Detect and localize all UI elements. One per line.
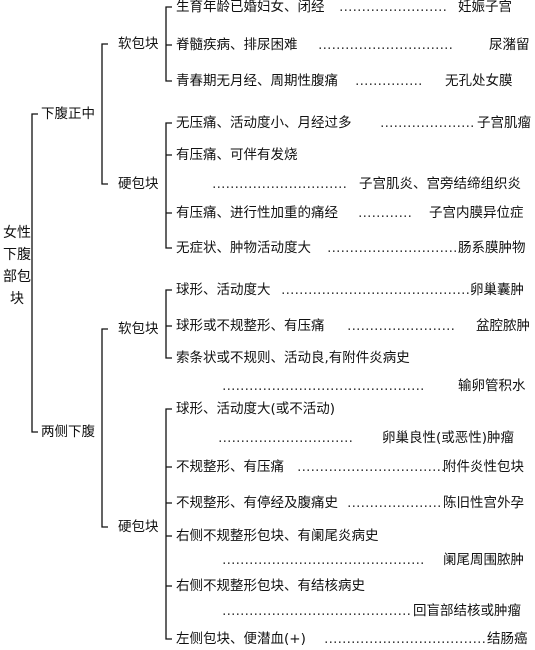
leader-dots: …………………………………… — [281, 282, 470, 298]
diagnosis-text: 妊娠子宫 — [458, 0, 512, 15]
diagnosis-text: 尿潴留 — [489, 37, 530, 53]
connector-group-1-2 — [165, 122, 172, 249]
condition-text: 左侧包块、便潜血(+) — [176, 631, 306, 647]
group-label-soft: 软包块 — [118, 321, 159, 337]
root-line: 女性 — [3, 225, 31, 241]
condition-text: 生育年龄已婚妇女、闭经 — [176, 0, 325, 15]
root-line: 下腹 — [3, 247, 31, 263]
diagnosis-text: 盆腔脓肿 — [476, 318, 530, 334]
condition-text: 无症状、肿物活动度大 — [176, 240, 311, 256]
leader-dots: ……………………………… — [324, 631, 486, 647]
condition-text: 脊髓疾病、排尿困难 — [176, 37, 298, 53]
condition-text: 青春期无月经、周期性腹痛 — [176, 73, 338, 89]
root-line: 块 — [10, 291, 24, 307]
leader-dots: ……………………………………… — [222, 552, 425, 568]
connector-group-1-1 — [165, 6, 172, 82]
condition-text: 球形、活动度大(或不活动) — [176, 401, 336, 417]
leader-dots: …………………… — [347, 318, 455, 334]
diagnosis-text: 陈旧性宫外孕 — [443, 495, 524, 511]
condition-text: 球形、活动度大 — [176, 282, 271, 298]
diagnosis-text: 卵巢良性(或恶性)肿瘤 — [382, 430, 515, 446]
group-label-hard: 硬包块 — [118, 176, 159, 192]
group-label-soft: 软包块 — [118, 36, 159, 52]
condition-text: 有压痛、进行性加重的痛经 — [176, 205, 338, 221]
leader-dots: ………………………… — [218, 430, 353, 446]
leader-dots: …………………… — [339, 0, 447, 15]
diagnosis-text: 无孔处女膜 — [445, 73, 513, 89]
leader-dots: ………………………… — [318, 37, 453, 53]
leader-dots: …………… — [355, 73, 423, 89]
leader-dots: ……………………………………… — [222, 378, 425, 394]
condition-text: 不规整形、有压痛 — [176, 459, 284, 475]
leader-dots: ………………………… — [327, 240, 462, 256]
diagnosis-text: 肠系膜肿物 — [458, 240, 526, 256]
connector-group-2-2 — [165, 408, 172, 640]
connector-branch-2 — [101, 328, 108, 528]
diagnosis-text: 卵巢囊肿 — [470, 282, 524, 298]
condition-text: 右侧不规整形包块、有结核病史 — [176, 578, 365, 594]
leader-dots: ………… — [358, 205, 412, 221]
diagnosis-text: 阑尾周围脓肿 — [443, 552, 524, 568]
diagnosis-text: 输卵管积水 — [458, 378, 526, 394]
leader-dots: ………………… — [347, 495, 442, 511]
diagnosis-text: 子宫肌炎、宫旁结缔组织炎 — [359, 176, 521, 192]
connector-group-2-1 — [165, 289, 172, 359]
condition-text: 球形或不规整形、有压痛 — [176, 318, 325, 334]
leader-dots: ………………… — [380, 115, 475, 131]
condition-text: 无压痛、活动度小、月经过多 — [176, 115, 352, 131]
leader-dots: …………………………… — [297, 459, 446, 475]
connector-root — [31, 113, 38, 433]
condition-text: 有压痛、可伴有发烧 — [176, 147, 298, 163]
diagnosis-text: 回盲部结核或肿瘤 — [413, 603, 521, 619]
connector-branch-1 — [101, 43, 108, 185]
diagnosis-text: 子宫内膜异位症 — [429, 205, 524, 221]
root-line: 部包 — [3, 269, 31, 285]
diagnosis-text: 附件炎性包块 — [443, 459, 524, 475]
condition-text: 右侧不规整形包块、有阑尾炎病史 — [176, 528, 379, 544]
root-label: 女性 下腹 部包 块 — [2, 222, 32, 310]
condition-text: 不规整形、有停经及腹痛史 — [176, 495, 338, 511]
diagnosis-text: 结肠癌 — [487, 631, 528, 647]
diagnosis-text: 子宫肌瘤 — [477, 115, 531, 131]
condition-text: 索条状或不规则、活动良,有附件炎病史 — [176, 350, 410, 366]
leader-dots: …………………………………… — [222, 603, 411, 619]
branch-label-lower-mid: 下腹正中 — [41, 106, 95, 122]
branch-label-both-sides: 两侧下腹 — [41, 424, 95, 440]
leader-dots: ………………………… — [212, 176, 347, 192]
group-label-hard: 硬包块 — [118, 519, 159, 535]
